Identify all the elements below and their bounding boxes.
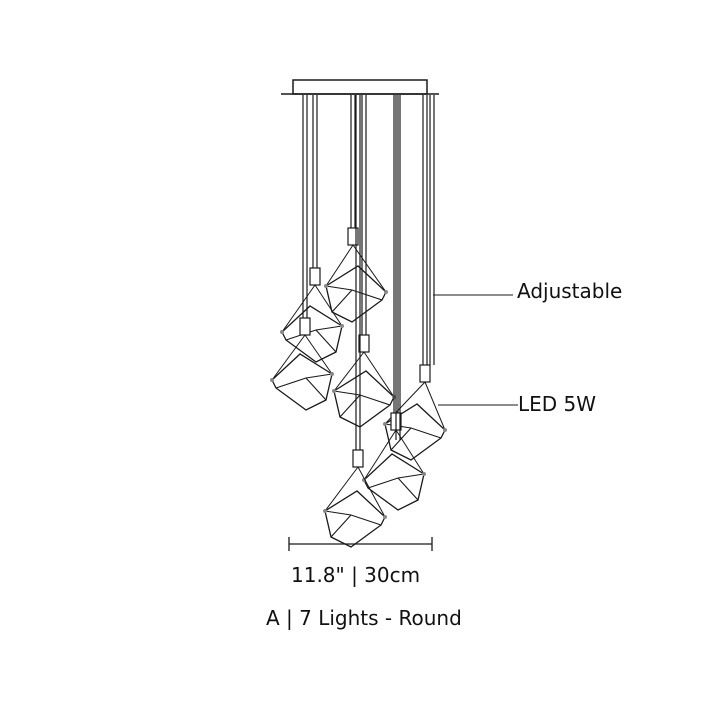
wire-joint bbox=[323, 509, 327, 513]
dimension-label: 11.8" | 30cm bbox=[291, 563, 421, 587]
suspension-wire bbox=[357, 466, 386, 518]
wire-joint bbox=[383, 422, 387, 426]
wire-joint bbox=[280, 330, 284, 334]
cube-light bbox=[363, 453, 425, 511]
wire-joint bbox=[443, 428, 447, 432]
socket bbox=[299, 317, 311, 336]
adjustable-label: Adjustable bbox=[517, 279, 623, 303]
wire-joint bbox=[324, 284, 328, 288]
cube-edge bbox=[397, 477, 419, 501]
socket bbox=[309, 267, 321, 286]
cube-edge bbox=[390, 427, 412, 451]
suspension-wire bbox=[314, 284, 343, 327]
suspension-wire bbox=[424, 381, 446, 431]
wire-joint bbox=[384, 290, 388, 294]
suspension-wire bbox=[324, 466, 359, 512]
wire-joint bbox=[330, 372, 334, 376]
wire-joint bbox=[422, 472, 426, 476]
wire-joint bbox=[270, 378, 274, 382]
pendants bbox=[270, 95, 447, 548]
suspension-wire bbox=[333, 351, 365, 392]
suspension-wire bbox=[271, 334, 306, 381]
cube-edge bbox=[331, 289, 353, 313]
wire-joint bbox=[332, 389, 336, 393]
cube-edge bbox=[305, 377, 327, 401]
cube-edge bbox=[330, 514, 352, 538]
cube-light bbox=[271, 353, 333, 411]
socket bbox=[419, 364, 431, 383]
suspension-wire bbox=[325, 244, 354, 287]
cube-edge bbox=[315, 329, 337, 353]
dimension-line bbox=[288, 537, 433, 551]
suspension-wire bbox=[304, 334, 333, 375]
suspension-wire bbox=[352, 244, 387, 293]
canopy bbox=[281, 79, 439, 95]
wire-joint bbox=[383, 515, 387, 519]
suspension-wire bbox=[281, 284, 316, 333]
socket bbox=[352, 449, 364, 468]
suspension-wire bbox=[363, 429, 397, 481]
cube-edge bbox=[339, 394, 361, 418]
suspension-wire bbox=[363, 351, 395, 398]
led-label: LED 5W bbox=[518, 392, 597, 416]
leader-lines bbox=[433, 294, 518, 406]
wire-joint bbox=[340, 324, 344, 328]
suspension-wire bbox=[395, 429, 425, 475]
product-title: A | 7 Lights - Round bbox=[266, 606, 462, 630]
